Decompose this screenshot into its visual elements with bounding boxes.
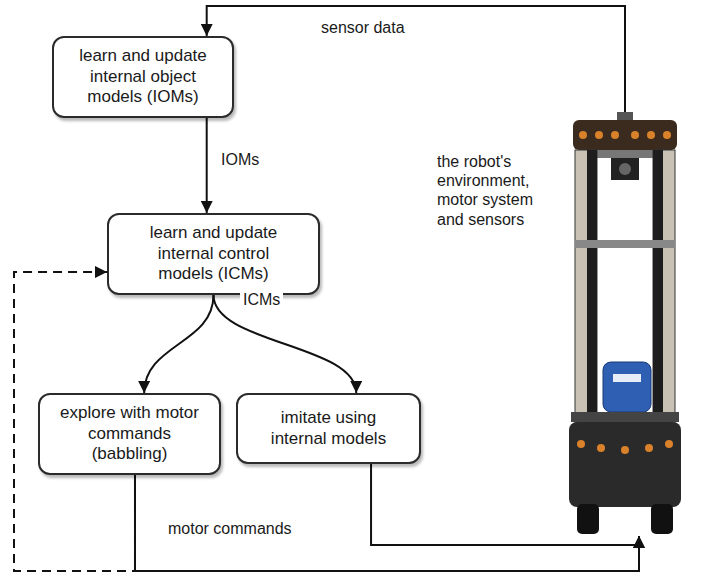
bracket (595, 150, 655, 158)
pole-stripe (653, 150, 663, 450)
scanner-plate (613, 374, 641, 382)
robot-node: the robot's environment, motor system an… (555, 112, 695, 536)
platform (571, 412, 679, 422)
box-label: imitate using internal models (254, 408, 404, 449)
box-label: explore with motor commands (babbling) (55, 403, 205, 464)
base-sensor (597, 444, 605, 452)
robot-caption: the robot's environment, motor system an… (437, 152, 547, 229)
camera (611, 158, 639, 180)
robot-base (569, 422, 681, 507)
cross-plate (575, 240, 675, 248)
process-box: imitate using internal models (236, 393, 421, 464)
sonar-sensor (663, 131, 671, 139)
pole (653, 150, 675, 450)
pole-stripe (587, 150, 597, 450)
sonar-sensor (631, 131, 639, 139)
base-sensor (577, 440, 585, 448)
box-label: learn and update internal control models… (139, 223, 289, 284)
sonar-sensor (595, 131, 603, 139)
wheel (577, 504, 599, 534)
sonar-sensor (647, 131, 655, 139)
connector (214, 295, 357, 393)
connector (135, 475, 639, 571)
base-sensor (665, 440, 673, 448)
laser-scanner (603, 362, 651, 412)
connector (144, 295, 213, 393)
box-label: learn and update internal object models … (68, 46, 218, 107)
edge-label: sensor data (318, 18, 408, 37)
connector (206, 118, 208, 213)
process-box: explore with motor commands (babbling) (38, 393, 221, 475)
process-box: learn and update internal control models… (107, 213, 320, 295)
edge-label: ICMs (240, 290, 283, 309)
process-box: learn and update internal object models … (52, 36, 234, 118)
base-sensor (621, 446, 629, 454)
base-sensor (645, 444, 653, 452)
sonar-sensor (579, 131, 587, 139)
connector (207, 6, 625, 112)
edge-label: motor commands (165, 519, 295, 538)
camera-lens (619, 163, 631, 175)
sonar-ring (573, 120, 677, 150)
robot-illustration (555, 112, 695, 536)
sonar-sensor (611, 131, 619, 139)
pole (575, 150, 597, 450)
edge-label: IOMs (218, 150, 262, 169)
wheel (651, 504, 673, 534)
